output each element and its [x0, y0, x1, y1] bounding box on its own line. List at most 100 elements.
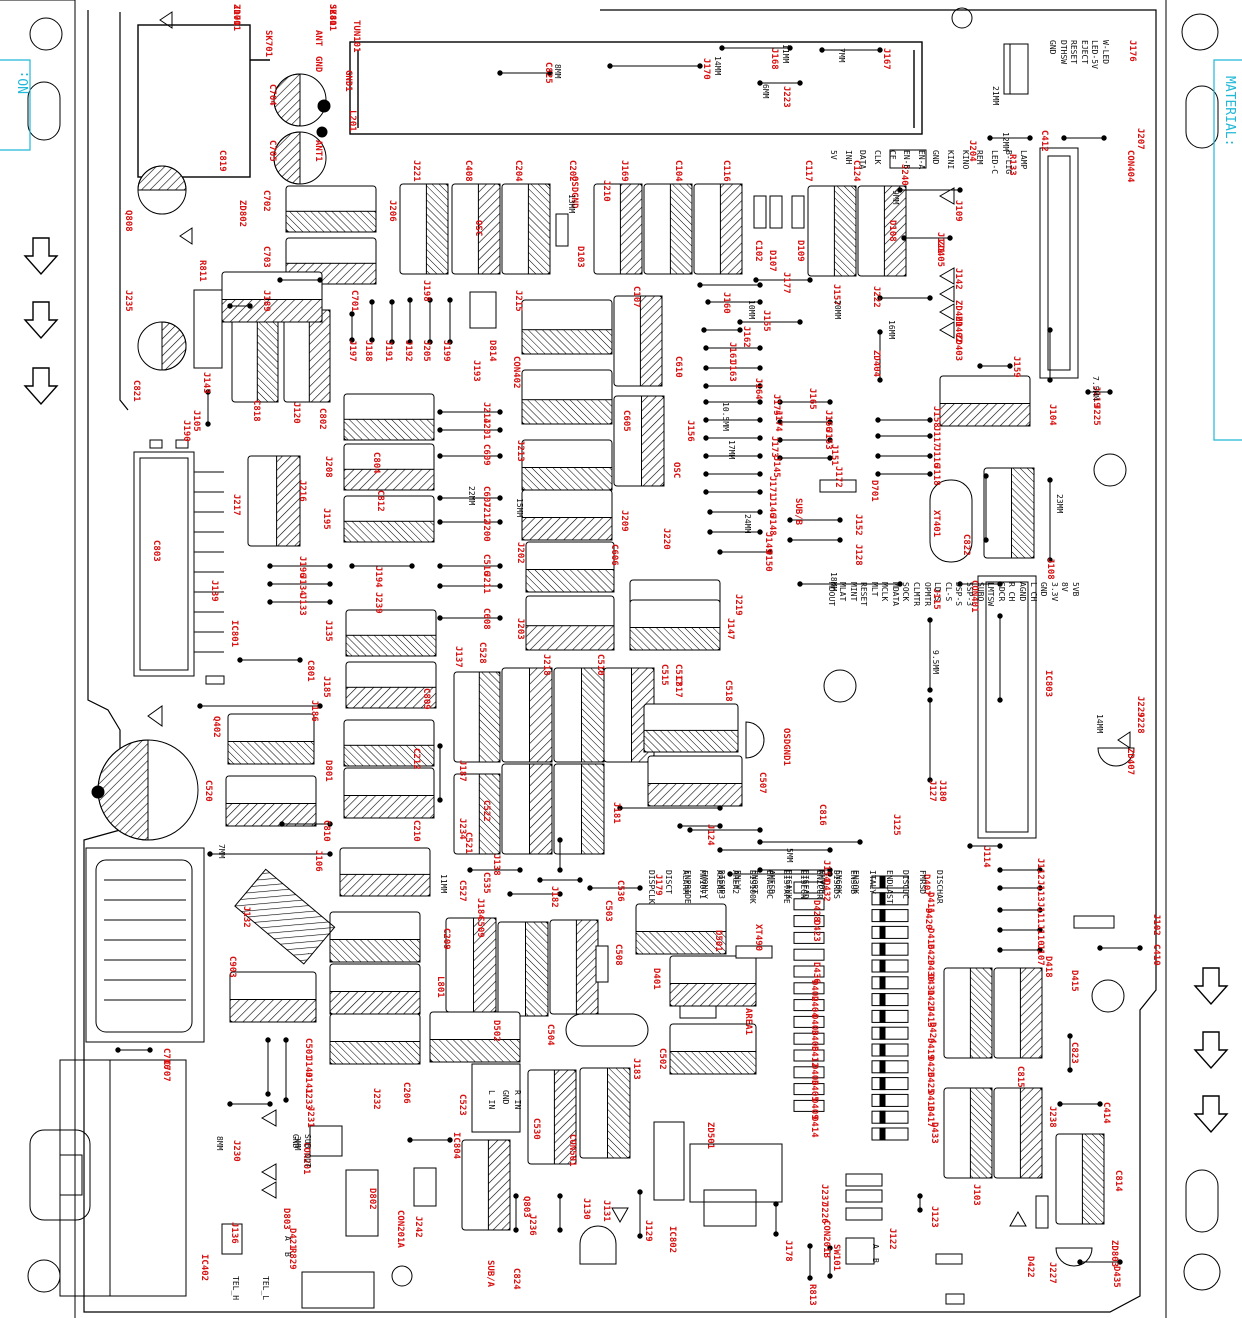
designator-label: J112: [1035, 858, 1045, 880]
designator-label: J236: [527, 1214, 537, 1236]
jumper-length-label: 11MM: [781, 44, 790, 64]
connector-pin-text: SUB OUT: [303, 1134, 312, 1168]
capacitor-30: [227, 713, 315, 765]
designator-label: C610: [673, 356, 683, 378]
designator-label: J128: [853, 544, 863, 566]
pin-label: L CH: [1028, 582, 1038, 602]
pin-label: AREA3: [714, 870, 724, 895]
designator-label: J231: [305, 1106, 315, 1128]
connector-pin-text: R IN: [513, 1090, 522, 1110]
designator-label: J202: [515, 542, 525, 564]
capacitor-2: [231, 315, 279, 403]
designator-label: J123: [929, 1206, 939, 1228]
designator-label: CON501: [567, 1134, 577, 1167]
jumper-length-label: 11MM: [439, 874, 448, 894]
designator-label: J139: [209, 580, 219, 602]
capacitor-48: [329, 1013, 421, 1065]
designator-label: J193: [471, 360, 481, 382]
pin-label: MLAT: [837, 582, 847, 602]
designator-label: R811: [197, 260, 207, 282]
designator-label: D435: [1111, 1266, 1121, 1288]
key-diode: [871, 1077, 909, 1091]
designator-label: J195: [321, 508, 331, 530]
designator-label: C903: [227, 956, 237, 978]
designator-label: D420: [923, 908, 933, 930]
designator-label: C814: [1113, 1170, 1123, 1192]
jumper-length-label: 6MM: [761, 84, 770, 99]
capacitor-32: [453, 671, 501, 763]
designator-label: C701: [349, 290, 359, 312]
designator-label: C817: [673, 676, 683, 698]
pin-label: ITALY: [867, 870, 877, 895]
capacitor-55: [461, 1139, 511, 1231]
jumper-length-label: 7MM: [837, 48, 846, 63]
pin-label: MDATA: [890, 582, 900, 607]
designator-label: J118: [931, 464, 941, 486]
designator-label: J198: [421, 280, 431, 302]
jumper-length-label: 22MM: [467, 486, 476, 506]
pin-label: SDCR: [996, 582, 1006, 602]
designator-label: J199: [441, 340, 451, 362]
capacitor-54: [579, 1067, 631, 1159]
designator-label: CON201A: [395, 1210, 405, 1248]
designator-label: D415: [1069, 970, 1079, 992]
designator-label: C536: [615, 880, 625, 902]
capacitor-10: [807, 185, 857, 277]
designator-label: D701: [869, 480, 879, 502]
designator-label: J142: [953, 268, 963, 290]
pin-label: LED-C: [989, 150, 999, 175]
connector-pin-text: GND: [501, 1090, 510, 1105]
capacitor-45: [549, 919, 599, 1015]
designator-label: J122: [887, 1228, 897, 1250]
capacitor-52: [669, 1023, 757, 1075]
designator-label: C212: [411, 748, 421, 770]
designator-label: J136: [229, 1222, 239, 1244]
designator-label: J169: [619, 160, 629, 182]
capacitor-61: [939, 375, 1031, 427]
capacitor-20: [629, 599, 721, 651]
designator-label: C116: [721, 160, 731, 182]
pin-label: R CH: [1007, 582, 1017, 602]
jumper-length-label: 23MM: [1055, 494, 1064, 514]
capacitor-43: [445, 917, 497, 1013]
jumper-length-label: 12MM: [1001, 132, 1010, 152]
designator-label: C703: [261, 246, 271, 268]
designator-label: J221: [411, 160, 421, 182]
pin-label: GND: [1048, 40, 1058, 55]
capacitor-11: [857, 185, 907, 277]
designator-label: SUB/A: [485, 1260, 495, 1288]
designator-label: J207: [1135, 128, 1145, 150]
designator-label: SW101: [831, 1244, 841, 1272]
designator-label: J182: [549, 886, 559, 908]
jumper-length-label: 13MM: [567, 194, 576, 214]
capacitor-15: [613, 395, 665, 487]
jumper-length-label: 9MM: [891, 190, 900, 205]
designator-label: J103: [971, 1184, 981, 1206]
capacitor-23: [343, 443, 435, 491]
capacitor-50: [429, 1011, 521, 1063]
capacitor-5: [451, 183, 501, 275]
designator-label: D803: [281, 1208, 291, 1230]
capacitor-46: [329, 911, 421, 963]
designator-label: C804: [371, 452, 381, 474]
capacitor-3: [283, 309, 331, 403]
designator-label: ANT1: [313, 140, 323, 162]
designator-label: J216: [297, 480, 307, 502]
capacitor-41: [339, 847, 431, 897]
designator-label: J205: [421, 340, 431, 362]
designator-label: C819: [217, 150, 227, 172]
designator-label: C515: [659, 664, 669, 686]
designator-label: J164: [753, 378, 763, 400]
capacitor-8: [643, 183, 693, 275]
designator-label: C520: [203, 780, 213, 802]
designator-label: J150: [763, 550, 773, 572]
designator-label: J147: [725, 618, 735, 640]
key-diode: [871, 1060, 909, 1074]
capacitor-0: [285, 185, 377, 233]
designator-label: J151: [829, 444, 839, 466]
pin-label: CLK: [873, 150, 883, 165]
designator-label: Q402: [211, 716, 221, 738]
designator-label: SK701: [263, 30, 273, 58]
capacitor-21: [525, 595, 615, 651]
margin-label-no: NO:: [17, 70, 32, 94]
